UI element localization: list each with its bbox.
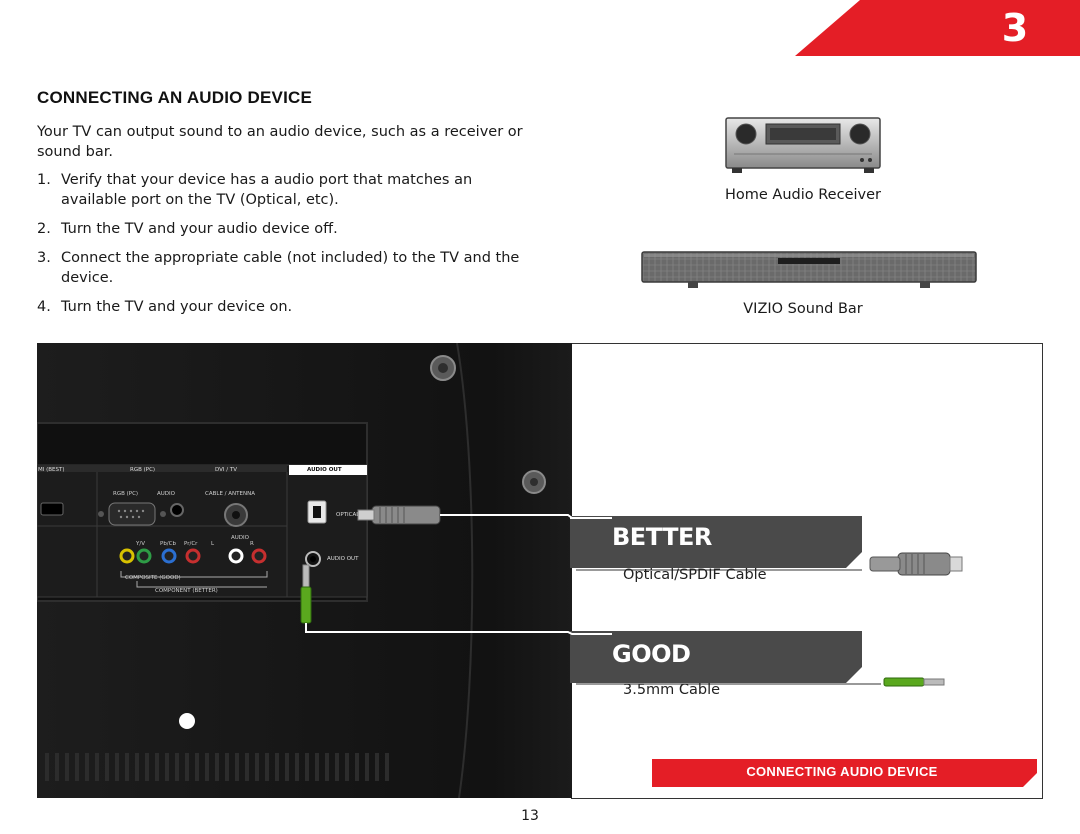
step-text: Turn the TV and your device on. [61,299,293,315]
step-text: Connect the appropriate cable (not inclu… [61,250,520,286]
step-item: 3. Connect the appropriate cable (not in… [37,248,537,288]
soundbar-caption: VIZIO Sound Bar [743,301,863,317]
receiver-caption: Home Audio Receiver [725,187,881,203]
port-label-l: L [211,541,215,547]
chapter-tab [795,0,1080,56]
port-label-y: Y/V [136,541,145,547]
section-nav-tab-label[interactable]: CONNECTING AUDIO DEVICE [746,764,938,779]
step-number: 1. [37,172,51,188]
good-underline [576,683,881,685]
port-label-audio-out: AUDIO OUT [327,556,359,562]
step-text: Turn the TV and your audio device off. [61,221,338,237]
step-item: 4. Turn the TV and your device on. [37,297,537,317]
step-item: 2. Turn the TV and your audio device off… [37,219,537,239]
port-label-composite: COMPOSITE (GOOD) [125,575,181,581]
better-underline [576,569,862,571]
port-label-pr: Pr/Cr [184,541,198,547]
port-label-optical: OPTICAL [336,512,360,518]
step-number: 4. [37,299,51,315]
optical-cable-label: Optical/SPDIF Cable [623,567,767,583]
port-label-rgb-pc: RGB (PC) [113,491,139,497]
better-label: BETTER [612,523,712,551]
connection-panel [571,343,1043,799]
step-item: 1. Verify that your device has a audio p… [37,170,537,210]
section-heading: CONNECTING AN AUDIO DEVICE [37,88,313,107]
chapter-number: 3 [1001,6,1029,50]
port-label-audio-2: AUDIO [231,535,249,541]
step-number: 2. [37,221,51,237]
port-label-pb: Pb/Cb [160,541,176,547]
home-audio-receiver-image [725,117,881,173]
intro-paragraph: Your TV can output sound to an audio dev… [37,124,523,160]
port-label-r: R [250,541,254,547]
sound-bar-image [641,251,977,288]
page-number: 13 [521,808,539,824]
good-band [570,631,862,683]
step-text: Verify that your device has a audio port… [61,172,473,208]
port-label-dvi: DVI / TV [215,467,237,473]
port-label-audio-out-header: AUDIO OUT [307,467,342,473]
3-5mm-cable-label: 3.5mm Cable [623,682,721,698]
port-label-rgb: RGB (PC) [130,467,156,473]
section-nav-tab[interactable] [652,759,1037,787]
port-label-hdmi: MI (BEST) [38,467,65,473]
port-label-cable-antenna: CABLE / ANTENNA [205,491,255,497]
step-number: 3. [37,250,51,266]
port-label-component: COMPONENT (BETTER) [155,588,218,594]
good-label: GOOD [612,640,691,668]
port-label-audio: AUDIO [157,491,175,497]
